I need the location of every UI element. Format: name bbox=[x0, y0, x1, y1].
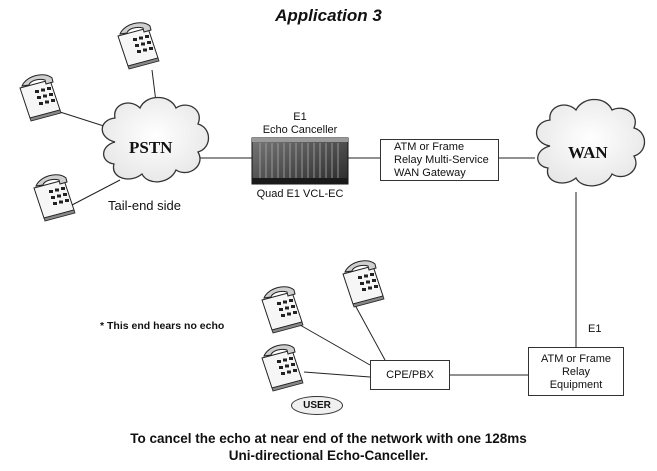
relay-equipment-line3: Equipment bbox=[549, 379, 603, 391]
link-phone-middle-cpe bbox=[299, 324, 371, 366]
echo-canceller-rack-icon bbox=[251, 137, 349, 185]
user-badge: USER bbox=[291, 396, 343, 415]
relay-equipment-line1: ATM or Frame bbox=[540, 353, 612, 365]
phone-top-icon bbox=[117, 22, 160, 70]
link-phone-left-pstn bbox=[59, 111, 111, 129]
relay-equipment-line2: Relay bbox=[561, 366, 591, 378]
cpe-pbx-label: CPE/PBX bbox=[386, 369, 434, 381]
wan-gateway-line3: WAN Gateway bbox=[394, 167, 466, 179]
phone-pstn-bottom-icon bbox=[33, 174, 76, 222]
no-echo-note: * This end hears no echo bbox=[100, 320, 225, 332]
relay-link-e1-label: E1 bbox=[588, 323, 602, 335]
footer-caption: To cancel the echo at near end of the ne… bbox=[0, 430, 657, 464]
tail-end-side-label: Tail-end side bbox=[108, 198, 181, 213]
connection-lines bbox=[59, 69, 577, 378]
echo-canceller-e1-label: E1 bbox=[293, 111, 307, 123]
phone-user-middle-icon bbox=[261, 286, 304, 334]
wan-gateway-box: ATM or Frame Relay Multi-Service WAN Gat… bbox=[380, 139, 499, 181]
phone-user-bottom-icon bbox=[261, 344, 304, 392]
footer-line1: To cancel the echo at near end of the ne… bbox=[130, 431, 527, 446]
cpe-pbx-box: CPE/PBX bbox=[370, 360, 450, 390]
relay-equipment-box: ATM or Frame Relay Equipment bbox=[528, 347, 624, 396]
echo-canceller-name-label: Echo Canceller bbox=[262, 124, 338, 136]
pstn-cloud-icon bbox=[101, 96, 210, 183]
wan-gateway-line1: ATM or Frame bbox=[394, 141, 465, 153]
wan-gateway-line2: Relay Multi-Service bbox=[394, 154, 489, 166]
phone-left-icon bbox=[19, 74, 62, 122]
phone-user-right-icon bbox=[342, 260, 385, 308]
wan-cloud-icon bbox=[535, 98, 646, 187]
footer-line2: Uni-directional Echo-Canceller. bbox=[228, 448, 429, 463]
link-phone-right-cpe bbox=[354, 304, 386, 361]
echo-canceller-model-label: Quad E1 VCL-EC bbox=[256, 188, 344, 200]
diagram-title: Application 3 bbox=[275, 6, 382, 25]
pstn-cloud-label: PSTN bbox=[129, 138, 173, 157]
wan-cloud-label: WAN bbox=[568, 143, 608, 162]
link-phone-bottom-pstn bbox=[71, 179, 121, 206]
link-phone-bottom-cpe bbox=[303, 371, 371, 378]
